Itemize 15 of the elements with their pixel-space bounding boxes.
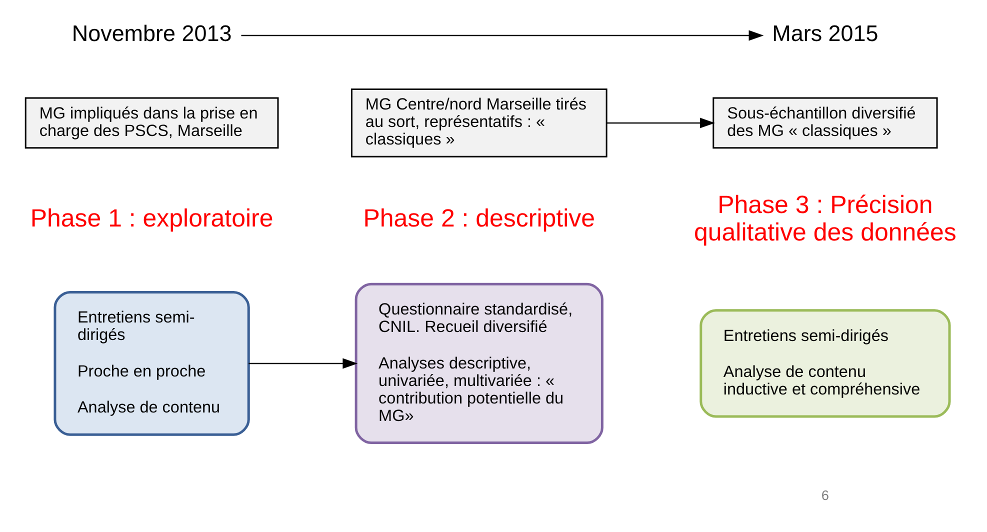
arrow	[248, 358, 358, 369]
label: Phase 3 : Précision qualitative des données	[694, 190, 956, 246]
node-box: Sous-échantillon diversifié des MG « classiques »	[712, 97, 938, 149]
node-box: MG impliqués dans la prise en charge des PSCS, Marseille	[24, 97, 279, 149]
node-box: MG Centre/nord Marseille tirés au sort, représentatifs : « classiques »	[350, 88, 608, 158]
label: Phase 2 : descriptive	[363, 204, 596, 233]
node-box: Entretiens semi-dirigés Proche en proche Analyse de contenu	[54, 290, 250, 436]
node-text: Mars 2015	[772, 20, 878, 46]
arrow	[241, 30, 764, 41]
arrow	[606, 118, 715, 128]
node-box: Entretiens semi-dirigés Analyse de contenu inductive et compréhensive	[700, 309, 951, 418]
node-box: Questionnaire standardisé, CNIL. Recueil diversifié Analyses descriptive, univariée, multivariée : « contribution potentielle du MG»	[354, 282, 604, 444]
label: Phase 1 : exploratoire	[30, 204, 274, 233]
label: 6	[821, 488, 830, 504]
node-text: Novembre 2013	[72, 20, 232, 46]
